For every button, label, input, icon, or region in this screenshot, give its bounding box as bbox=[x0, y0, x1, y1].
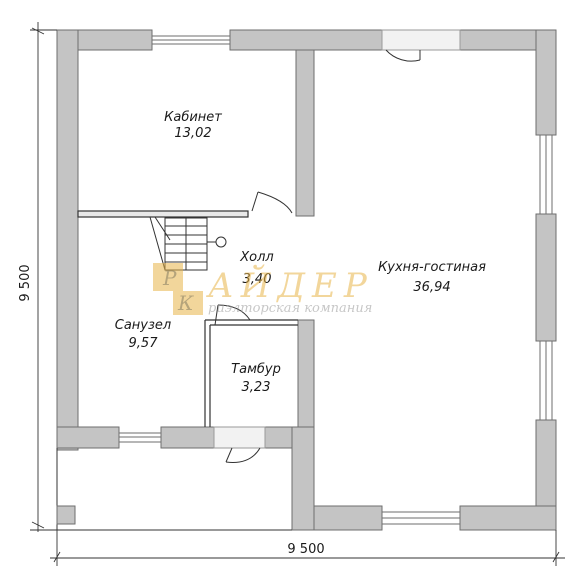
room-vestibule-area: 3,23 bbox=[242, 380, 271, 395]
room-bathroom: Санузел 9,57 bbox=[115, 318, 171, 351]
dimension-lines bbox=[30, 22, 565, 566]
watermark-tagline: риэлторская компания bbox=[208, 301, 372, 316]
watermark-box-1 bbox=[153, 263, 183, 291]
door-swing-tambur bbox=[217, 304, 251, 321]
door-swing-bottom bbox=[225, 447, 261, 463]
room-hall-name: Холл bbox=[239, 250, 273, 265]
wall-bottom-left-1 bbox=[56, 426, 120, 449]
wall-interior-vertical-lower bbox=[291, 426, 315, 531]
door-opening-top bbox=[381, 29, 461, 51]
door-opening-bottom bbox=[213, 426, 266, 449]
room-cabinet-name: Кабинет bbox=[164, 110, 222, 125]
watermark-letter-k: К bbox=[177, 291, 194, 315]
room-hall-area: 3,40 bbox=[243, 272, 272, 287]
dim-height-label: 9 500 bbox=[18, 264, 33, 301]
wall-left bbox=[56, 29, 79, 451]
wall-bottom-left-2 bbox=[160, 426, 215, 449]
porch bbox=[56, 448, 292, 531]
wall-top-2 bbox=[229, 29, 383, 51]
door-leaf-cabinet bbox=[251, 191, 259, 212]
room-kitchen-living-area: 36,94 bbox=[413, 280, 450, 295]
doors bbox=[213, 29, 461, 463]
watermark-letter-r: Р bbox=[162, 266, 177, 290]
door-leaf-bottom bbox=[225, 447, 233, 463]
staircase bbox=[149, 216, 227, 271]
door-swing-cabinet bbox=[257, 191, 293, 214]
room-vestibule: Тамбур 3,23 bbox=[231, 362, 281, 395]
partition-cabinet-bottom bbox=[77, 210, 249, 218]
watermark-word: АЙДЕР bbox=[206, 264, 374, 306]
partitions bbox=[77, 210, 298, 427]
room-vestibule-name: Тамбур bbox=[231, 362, 281, 377]
windows bbox=[118, 35, 553, 525]
wall-interior-vertical-mid bbox=[297, 319, 315, 428]
room-cabinet-area: 13,02 bbox=[174, 126, 211, 141]
wall-bottom-2 bbox=[459, 505, 557, 531]
stair-post bbox=[215, 236, 227, 248]
door-swing-top bbox=[385, 49, 421, 62]
room-kitchen-living: Кухня-гостиная 36,94 bbox=[378, 260, 486, 295]
watermark-logo: Р К АЙДЕР риэлторская компания bbox=[153, 263, 374, 316]
wall-interior-vertical bbox=[295, 49, 315, 217]
room-kitchen-living-name: Кухня-гостиная bbox=[378, 260, 486, 275]
watermark-box-2 bbox=[173, 291, 203, 315]
porch-post bbox=[56, 505, 76, 525]
door-leaf-tambur bbox=[214, 304, 219, 326]
dim-width-label: 9 500 bbox=[287, 542, 324, 557]
room-hall: Холл 3,40 bbox=[239, 250, 273, 287]
room-bathroom-area: 9,57 bbox=[129, 336, 159, 351]
wall-right-2 bbox=[535, 213, 557, 342]
walls bbox=[56, 29, 557, 531]
wall-right-1 bbox=[535, 29, 557, 136]
room-bathroom-name: Санузел bbox=[115, 318, 171, 333]
room-cabinet: Кабинет 13,02 bbox=[164, 110, 222, 141]
